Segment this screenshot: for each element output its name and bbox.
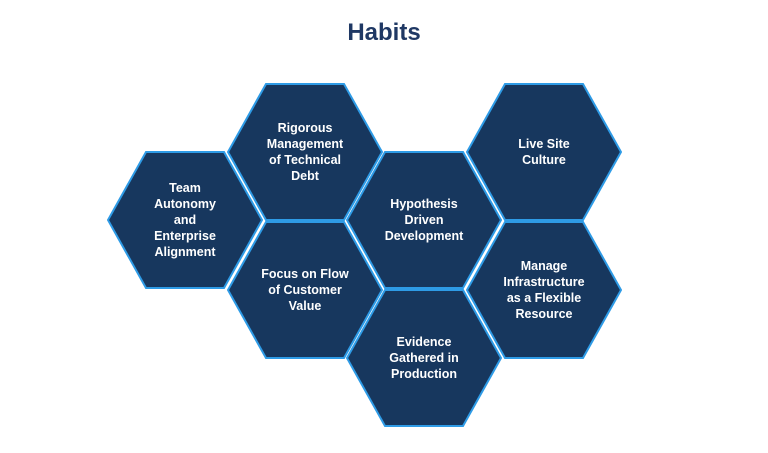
hexagon-focus-on-flow: Focus on Flow of Customer Value [227, 221, 383, 359]
hexagon-evidence-gathered: Evidence Gathered in Production [346, 289, 502, 427]
hexagon-label: Focus on Flow of Customer Value [261, 267, 349, 313]
hexagon-label: Rigorous Management of Technical Debt [266, 121, 344, 183]
hexagon-label: Manage Infrastructure as a Flexible Reso… [503, 259, 585, 321]
hexagon-rigorous-management: Rigorous Management of Technical Debt [227, 83, 383, 221]
diagram-title: Habits [347, 19, 421, 46]
hexagon-label: Hypothesis Driven Development [384, 197, 464, 243]
hexagon-team-autonomy: Team Autonomy and Enterprise Alignment [107, 151, 263, 289]
hexagon-label: Evidence Gathered in Production [389, 335, 459, 381]
hexagon-label: Team Autonomy and Enterprise Alignment [154, 181, 216, 259]
hexagon-hypothesis-driven: Hypothesis Driven Development [346, 151, 502, 289]
hexagon-label: Live Site Culture [518, 137, 570, 167]
hexagon-live-site-culture: Live Site Culture [466, 83, 622, 221]
hexagon-manage-infrastructure: Manage Infrastructure as a Flexible Reso… [466, 221, 622, 359]
